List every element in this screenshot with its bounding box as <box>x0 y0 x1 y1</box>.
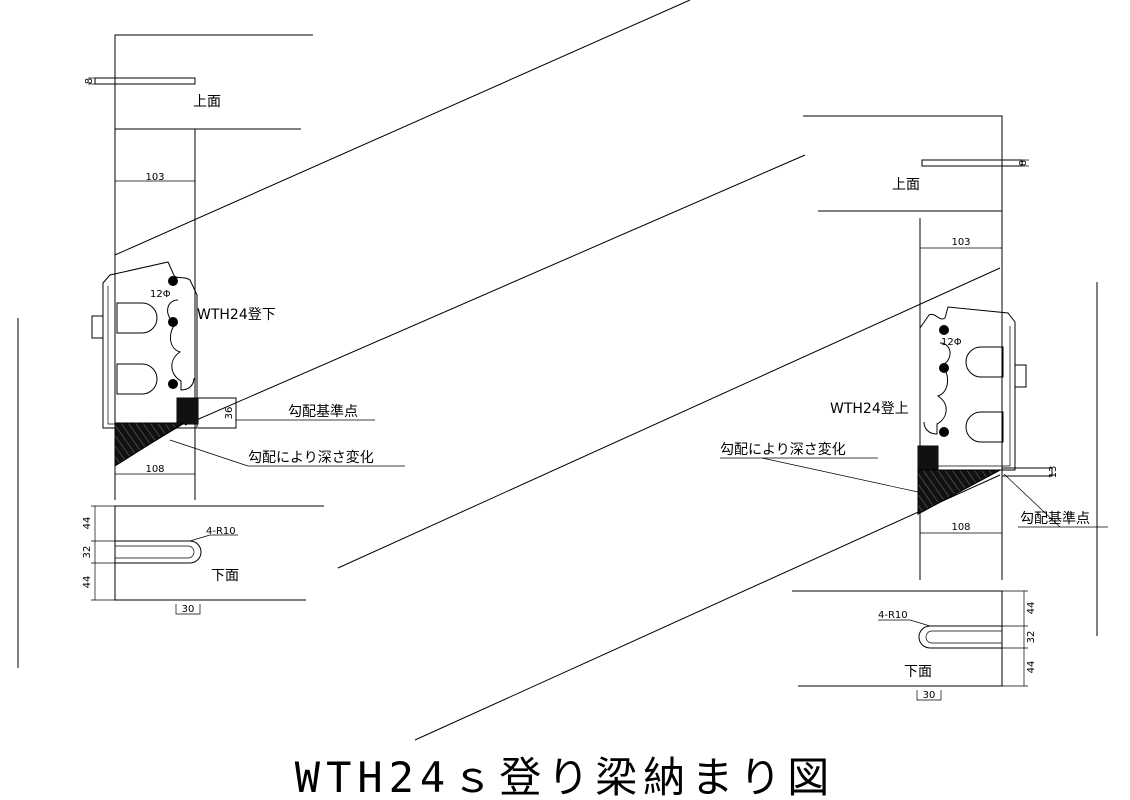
left-d1-dim: 44 <box>82 517 93 530</box>
right-d3-dim: 44 <box>1026 661 1037 674</box>
left-detail: 8 上面 103 12Φ WTH24登下 36 勾配基準 <box>82 34 405 615</box>
right-bracket: 12Φ WTH24登上 <box>830 306 1027 471</box>
left-pin-label: 12Φ <box>150 289 171 300</box>
right-top-slot-dim: 8 <box>1018 160 1029 166</box>
right-top-face-label: 上面 <box>892 177 920 193</box>
left-d2-dim: 32 <box>82 546 93 559</box>
left-seat-dim: 36 <box>224 407 235 420</box>
right-depth-note: 勾配により深さ変化 <box>720 441 846 458</box>
left-bottom-face-label: 下面 <box>211 568 239 584</box>
left-model-label: WTH24登下 <box>197 307 276 323</box>
left-slot-label: 4-R10 <box>206 526 236 537</box>
right-d1-dim: 44 <box>1026 602 1037 615</box>
left-d4-dim: 30 <box>182 604 195 615</box>
right-d2-dim: 32 <box>1026 631 1037 644</box>
left-d3-dim: 44 <box>82 576 93 589</box>
right-ref-point-label: 勾配基準点 <box>1020 510 1090 527</box>
right-bottom-plan: 4-R10 下面 44 32 44 30 <box>792 590 1037 701</box>
right-detail: 8 上面 103 12Φ WTH24登上 13 勾配により深さ変化 <box>720 115 1108 701</box>
left-depth-note: 勾配により深さ変化 <box>248 449 374 466</box>
right-d4-dim: 30 <box>923 690 936 701</box>
right-top-plan: 8 上面 <box>803 115 1029 212</box>
sloped-beam-lines <box>17 0 1098 741</box>
right-bottom-face-label: 下面 <box>904 664 932 680</box>
right-slot-label: 4-R10 <box>878 610 908 621</box>
left-top-plan: 8 上面 <box>84 34 313 130</box>
right-base-dim: 108 <box>951 522 970 533</box>
drawing-title: WTH24ｓ登り梁納まり図 <box>295 753 835 800</box>
left-base-dim: 108 <box>145 464 164 475</box>
right-width-dim: 103 <box>951 237 970 248</box>
left-ref-point-label: 勾配基準点 <box>288 403 358 420</box>
left-bracket: 12Φ WTH24登下 <box>91 261 276 429</box>
right-seat-dim: 13 <box>1048 466 1059 479</box>
left-top-face-label: 上面 <box>193 94 221 110</box>
right-pin-label: 12Φ <box>941 337 962 348</box>
left-bottom-plan: 4-R10 下面 44 32 44 30 <box>82 505 324 615</box>
left-width-dim: 103 <box>145 172 164 183</box>
left-top-slot-dim: 8 <box>84 78 95 84</box>
right-model-label: WTH24登上 <box>830 401 909 417</box>
